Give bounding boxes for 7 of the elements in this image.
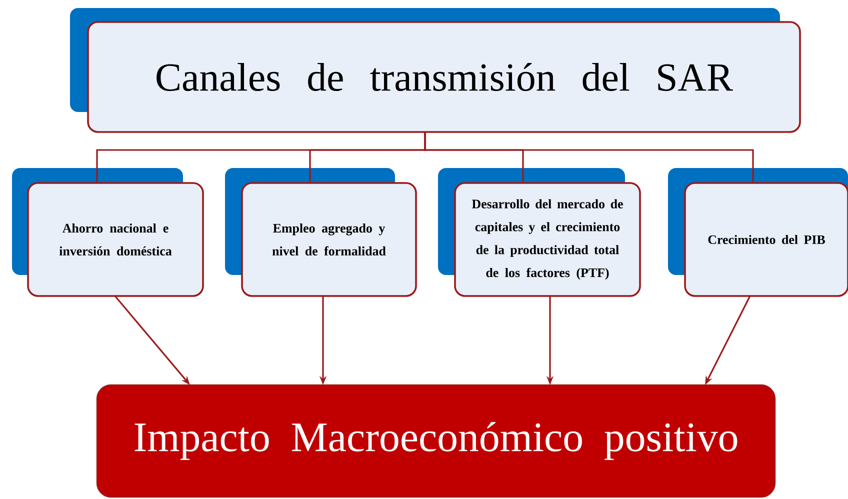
process-box: Crecimiento del PIB: [668, 168, 848, 297]
process-box: Empleo agregado y nivel de formalidad: [225, 168, 417, 297]
process-box: Ahorro nacional e inversión doméstica: [12, 168, 204, 297]
process-box: Desarrollo del mercado de capitales y el crecimiento de la productividad total de los factores (PTF): [438, 168, 641, 297]
connector-line: [424, 132, 754, 183]
result-box: Impacto Macroeconómico positivo: [96, 384, 776, 498]
title-box: Canales de transmisión del SAR: [70, 8, 801, 133]
